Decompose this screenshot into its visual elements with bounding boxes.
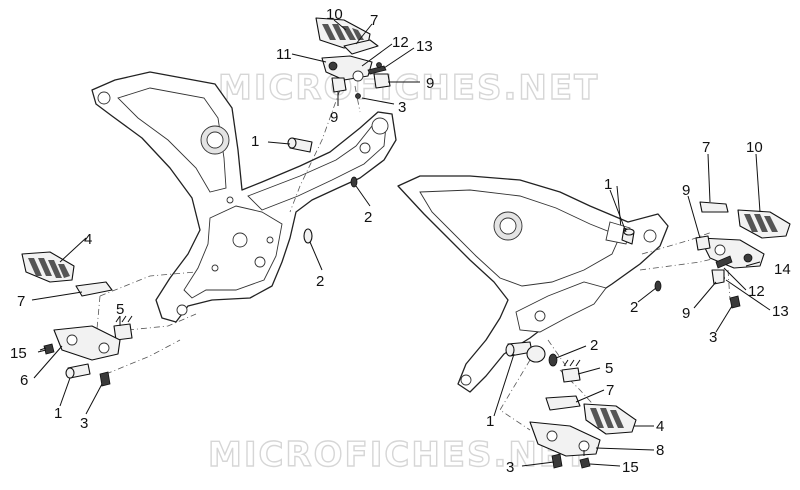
callout-l-11: 11 <box>276 46 292 63</box>
left-circlip-a <box>350 176 358 188</box>
right-pin-lower <box>505 341 546 363</box>
callout-r-3a: 3 <box>709 329 717 346</box>
right-spring-lower <box>561 359 581 383</box>
callout-r-4: 4 <box>656 418 664 435</box>
callout-l-1a: 1 <box>251 133 259 150</box>
right-bolt-15 <box>579 450 591 469</box>
left-footpeg-holder-lower <box>53 325 121 361</box>
callout-r-10: 10 <box>746 139 763 156</box>
watermark-top: MICROFICHES.NET <box>218 68 599 108</box>
callout-l-13: 13 <box>416 38 433 55</box>
left-pin-lower <box>65 363 91 379</box>
callout-r-9b: 9 <box>682 305 690 322</box>
callout-l-15: 15 <box>10 345 27 362</box>
callout-r-5: 5 <box>605 360 613 377</box>
left-footpeg-lower <box>21 251 75 283</box>
right-clip-b <box>711 269 725 285</box>
left-footpeg-holder-top <box>321 55 373 82</box>
callout-r-2b: 2 <box>590 337 598 354</box>
right-plate-upper <box>699 201 729 213</box>
right-footpeg-holder-upper <box>699 237 765 269</box>
callout-l-3a: 3 <box>398 99 406 116</box>
callout-l-9b: 9 <box>330 109 338 126</box>
left-clip-b <box>373 73 391 89</box>
left-bolt-15 <box>39 343 55 355</box>
callout-r-1b: 1 <box>486 413 494 430</box>
left-plate-top <box>343 39 379 55</box>
assembly-guide-lines <box>95 85 731 431</box>
callout-l-5: 5 <box>116 301 124 318</box>
callout-r-13: 13 <box>772 303 789 320</box>
callout-l-2a: 2 <box>364 209 372 226</box>
right-screw-upper <box>729 295 741 309</box>
callout-l-2b: 2 <box>316 273 324 290</box>
right-plate-lower <box>545 395 581 411</box>
left-plate-lower <box>75 281 113 297</box>
right-footpeg-lower <box>583 403 637 435</box>
left-pin <box>376 62 382 68</box>
left-screw-lower <box>99 371 111 387</box>
callout-l-7a: 7 <box>370 12 378 29</box>
right-frame-bracket <box>397 175 669 393</box>
callout-r-7a: 7 <box>702 139 710 156</box>
callout-l-1b: 1 <box>54 405 62 422</box>
watermark-bottom: MICROFICHES.NET <box>208 435 589 475</box>
right-circlip-a <box>654 280 662 292</box>
right-footpeg-upper <box>737 209 791 239</box>
left-circlip-b <box>303 228 313 244</box>
callout-r-3b: 3 <box>506 459 514 476</box>
callout-r-2a: 2 <box>630 299 638 316</box>
right-screw-lower <box>551 453 563 469</box>
callout-r-12: 12 <box>748 283 765 300</box>
left-spring-lower <box>113 315 133 341</box>
callout-r-1a: 1 <box>604 176 612 193</box>
callout-l-6: 6 <box>20 372 28 389</box>
callout-r-7b: 7 <box>606 382 614 399</box>
callout-r-14: 14 <box>774 261 791 278</box>
callout-l-9a: 9 <box>426 75 434 92</box>
callout-l-12: 12 <box>392 34 409 51</box>
right-clip-a <box>695 235 711 251</box>
right-spring <box>715 255 733 269</box>
callout-r-15: 15 <box>622 459 639 476</box>
callout-l-4: 4 <box>84 231 92 248</box>
callout-r-9a: 9 <box>682 182 690 199</box>
left-pin-upper <box>287 137 313 153</box>
callout-l-10: 10 <box>326 6 343 23</box>
callout-l-3b: 3 <box>80 415 88 432</box>
leader-lines <box>31 19 771 467</box>
right-circlip-b <box>548 353 558 367</box>
callout-labels: 10 7 11 12 13 9 9 3 1 2 2 4 7 5 15 6 1 3… <box>10 6 791 476</box>
left-screw-top <box>355 93 361 99</box>
callout-r-8: 8 <box>656 442 664 459</box>
callout-l-7b: 7 <box>17 293 25 310</box>
left-clip-a <box>331 77 347 93</box>
left-frame-bracket <box>91 71 397 323</box>
right-pin-upper <box>621 227 635 245</box>
